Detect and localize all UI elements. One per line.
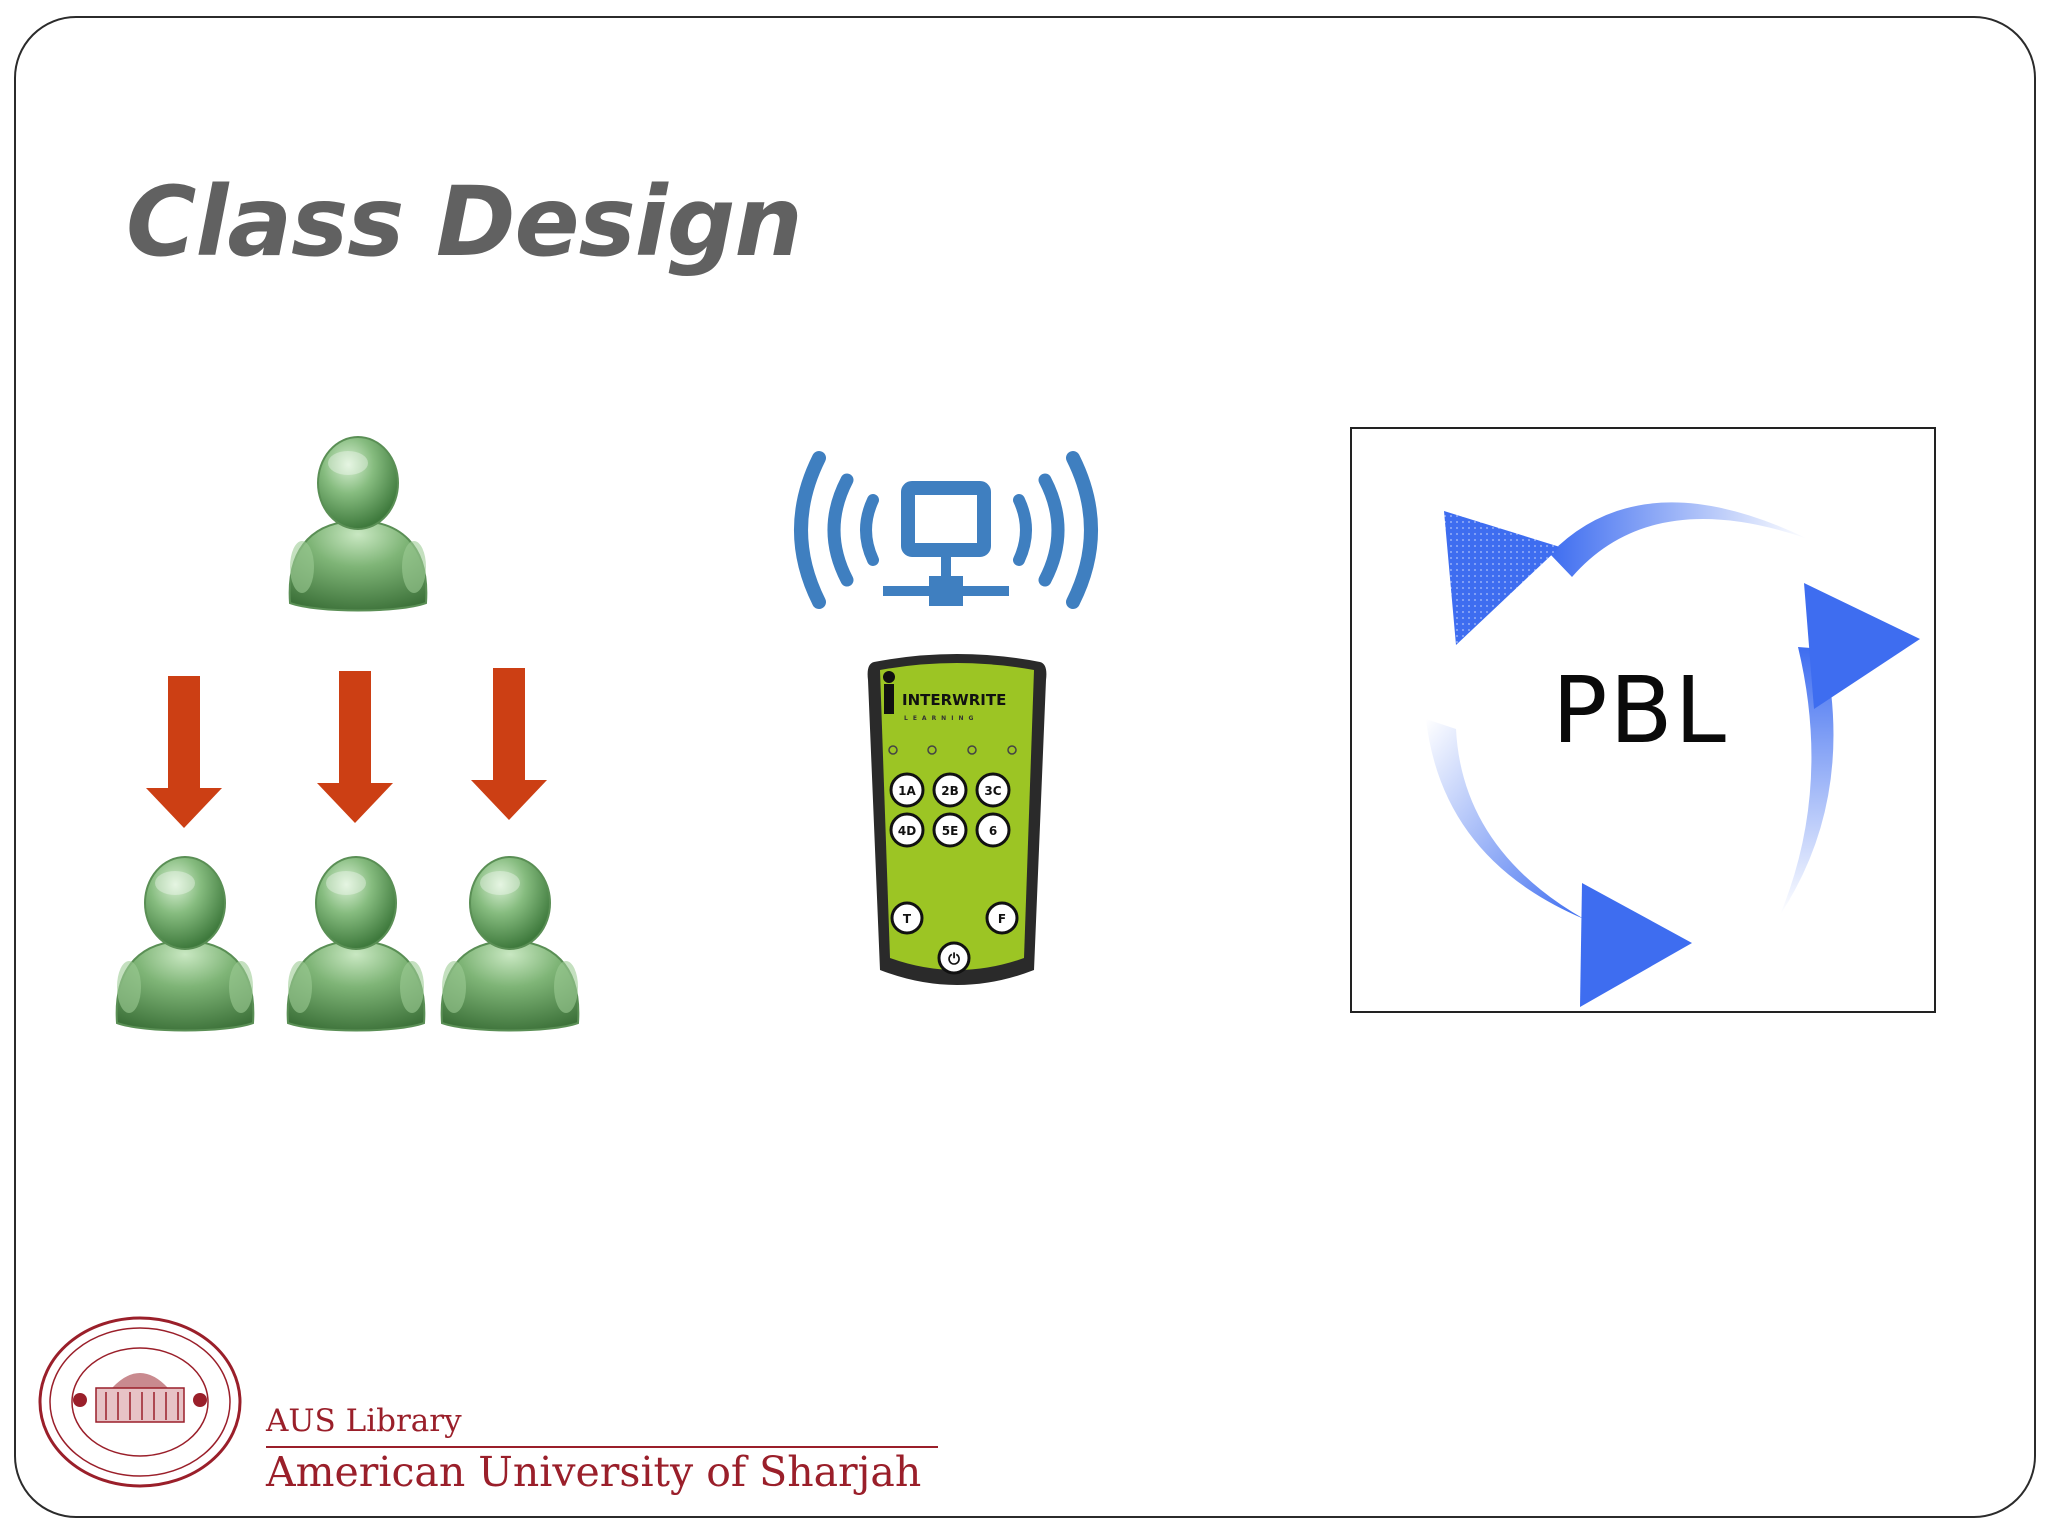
remote-key-label: 5E bbox=[942, 824, 959, 838]
remote-key-label: 1A bbox=[898, 784, 916, 798]
remote-key-2b: 2B bbox=[932, 772, 968, 808]
remote-key-6: 6 bbox=[975, 812, 1011, 848]
student-icon bbox=[115, 856, 255, 1032]
footer-library-name: AUS Library bbox=[266, 1403, 462, 1439]
remote-brand-sub: LEARNING bbox=[904, 715, 978, 722]
footer-divider bbox=[266, 1446, 938, 1448]
down-arrow-icon bbox=[471, 668, 547, 820]
clicker-remote-icon: INTERWRITE LEARNING 1A 2B 3C 4D 5E 6 T F ⏻ bbox=[867, 654, 1047, 985]
cycle-arrows-icon bbox=[1426, 502, 1920, 1007]
power-button: ⏻ bbox=[937, 941, 971, 975]
teacher-icon bbox=[288, 436, 428, 612]
remote-key-label: 3C bbox=[984, 784, 1001, 798]
remote-key-label: 4D bbox=[898, 824, 916, 838]
university-seal-logo bbox=[38, 1316, 242, 1488]
power-icon: ⏻ bbox=[948, 950, 960, 968]
slide-title: Class Design bbox=[126, 166, 803, 278]
student-icon bbox=[440, 856, 580, 1032]
down-arrow-icon bbox=[317, 671, 393, 823]
remote-keypad: 1A 2B 3C 4D 5E 6 bbox=[889, 772, 1011, 848]
wireless-network-icon bbox=[794, 451, 1098, 609]
svg-text:F: F bbox=[998, 912, 1006, 926]
remote-key-label: 6 bbox=[989, 824, 997, 838]
svg-text:T: T bbox=[903, 912, 912, 926]
remote-key-4d: 4D bbox=[889, 812, 925, 848]
down-arrow-icon bbox=[146, 676, 222, 828]
remote-key-1a: 1A bbox=[889, 772, 925, 808]
pbl-cycle-diagram: PBL bbox=[1350, 427, 1936, 1013]
remote-key-3c: 3C bbox=[975, 772, 1011, 808]
true-button: T bbox=[890, 901, 924, 935]
footer-university-name: American University of Sharjah bbox=[266, 1448, 922, 1496]
remote-brand: INTERWRITE bbox=[902, 691, 1006, 709]
remote-key-5e: 5E bbox=[932, 812, 968, 848]
slide: Class Design bbox=[14, 16, 2036, 1518]
false-button: F bbox=[985, 901, 1019, 935]
remote-key-label: 2B bbox=[941, 784, 959, 798]
pbl-label: PBL bbox=[1552, 657, 1728, 764]
teacher-student-diagram bbox=[115, 436, 580, 1032]
student-icon bbox=[286, 856, 426, 1032]
